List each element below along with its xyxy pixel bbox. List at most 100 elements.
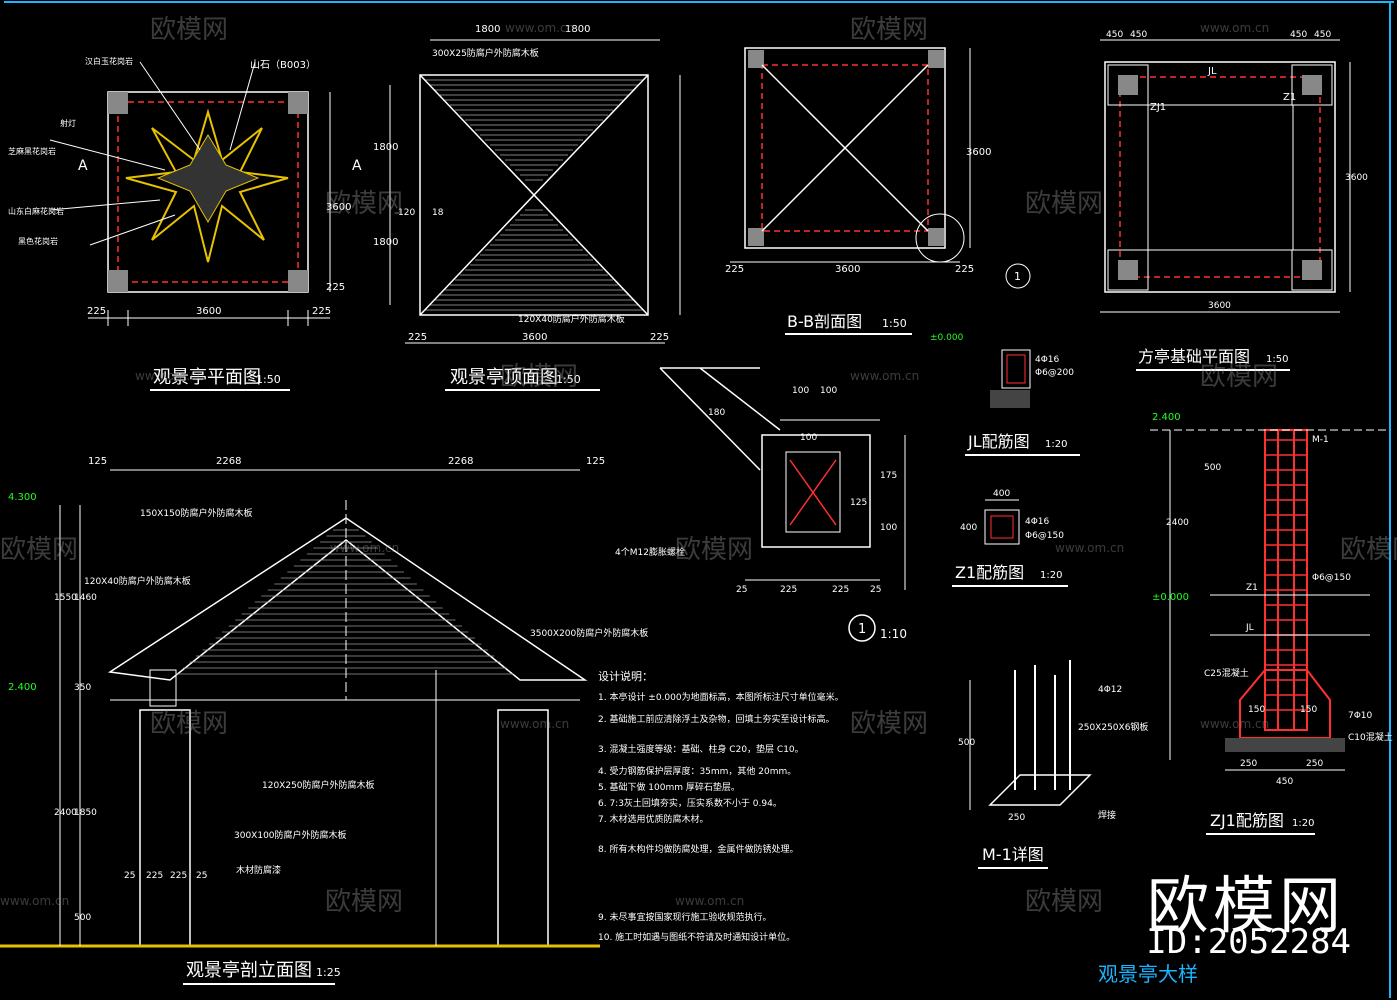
elev-dim: 2268 [216, 456, 241, 467]
roof-plan-view: 1800 1800 1800 1800 120 18 225 3600 225 … [373, 24, 681, 391]
notes-line: 10. 施工时如遇与图纸不符请及时通知设计单位。 [598, 931, 795, 943]
watermarks: 欧模网 www.om.cn 欧模网 www.om.cn 欧模网 欧模网 www.… [0, 15, 1397, 917]
zj1-dim: 150 [1300, 705, 1317, 715]
elev-dim: 1550 [54, 593, 77, 603]
plan-dim: 225 [87, 306, 106, 317]
plan-note: 射灯 [60, 118, 76, 128]
notes-line: 7. 木材选用优质防腐木材。 [598, 813, 708, 825]
zj1-label: 7Φ10 [1348, 711, 1373, 721]
detail1-dim: 100 [880, 523, 897, 533]
plan-note: 汉白玉花岗岩 [85, 56, 133, 66]
elev-dim: 2400 [54, 808, 77, 818]
foundation-dim: 3600 [1208, 301, 1231, 311]
z1-dim: 400 [960, 523, 977, 533]
notes-line: 4. 受力钢筋保护层厚度：35mm，其他 20mm。 [598, 765, 796, 777]
detail1-scale: 1:10 [880, 627, 907, 641]
m1-title: M-1详图 [982, 845, 1044, 864]
plan-label-a: A [78, 158, 88, 174]
foundation-dim: 450 [1314, 30, 1331, 40]
roof-dim: 120 [398, 208, 415, 218]
elev-level: 4.300 [8, 492, 37, 503]
watermark-site: www.om.cn [850, 369, 919, 383]
notes-line: 6. 7:3灰土回填夯实，压实系数不小于 0.94。 [598, 797, 782, 809]
foundation-label: ZJ1 [1150, 102, 1166, 113]
plan-note: 黑色花岗岩 [18, 236, 58, 246]
elev-dim: 125 [586, 456, 605, 467]
roof-note: 300X25防腐户外防腐木板 [432, 47, 539, 59]
m1-dim: 250X250X6钢板 [1078, 721, 1148, 733]
section-bb-callout: 1 [1014, 270, 1021, 283]
plan-note: 山东白麻花岗岩 [8, 206, 64, 216]
notes-title: 设计说明： [598, 669, 653, 683]
watermark-brand: 欧模网 [1200, 362, 1278, 392]
foundation-plan-view: 450 450 450 450 3600 3600 JL ZJ1 Z1 方亭基础… [1100, 30, 1368, 371]
plan-dim: 225 [312, 306, 331, 317]
detail1-dim: 180 [708, 408, 725, 418]
notes-line: 3. 混凝土强度等级：基础、柱身 C20，垫层 C10。 [598, 743, 804, 755]
elev-dim: 25 [124, 871, 135, 881]
watermark-site: www.om.cn [0, 894, 69, 908]
jl-title: JL配筋图 [967, 432, 1030, 451]
elev-scale: 1:25 [316, 966, 341, 979]
zj1-dim: 450 [1276, 777, 1293, 787]
z1-note: 4Φ16 [1025, 517, 1050, 527]
watermark-site: www.om.cn [1200, 21, 1269, 35]
zj1-title: ZJ1配筋图 [1210, 811, 1284, 830]
section-bb-dim: 225 [955, 264, 974, 275]
brand-id-text: ID:2052284 [1146, 922, 1351, 962]
notes-line: 8. 所有木构件均做防腐处理，金属件做防锈处理。 [598, 843, 798, 855]
jl-scale: 1:20 [1045, 439, 1067, 450]
elev-dim: 2268 [448, 456, 473, 467]
elev-dim: 125 [88, 456, 107, 467]
zj1-label: M-1 [1312, 435, 1329, 445]
jl-elev: ±0.000 [930, 333, 964, 343]
foundation-title: 方亭基础平面图 [1138, 347, 1250, 366]
plan-dim: 225 [326, 282, 345, 293]
plan-stone-label: 山石（B003） [250, 59, 316, 71]
watermark-site: www.om.cn [1200, 717, 1269, 731]
notes-line: 1. 本亭设计 ±0.000为地面标高，本图所标注尺寸单位毫米。 [598, 691, 844, 703]
design-notes: 设计说明： 1. 本亭设计 ±0.000为地面标高，本图所标注尺寸单位毫米。 2… [598, 669, 844, 943]
zj1-dim: 150 [1248, 705, 1265, 715]
elev-dim: 25 [196, 871, 207, 881]
jl-rebar-detail: ±0.000 4Φ16 Φ6@200 JL配筋图 1:20 [930, 333, 1080, 456]
roof-dim: 1800 [373, 142, 398, 153]
roof-dim: 18 [432, 208, 444, 218]
elev-level: 2.400 [8, 682, 37, 693]
z1-note: Φ6@150 [1025, 531, 1064, 541]
plan-scale: 1:50 [256, 373, 281, 386]
detail1-dim: 225 [780, 585, 797, 595]
roof-note: 120X40防腐户外防腐木板 [518, 313, 625, 325]
elev-dim: 1460 [74, 593, 97, 603]
detail1-dim: 100 [792, 386, 809, 396]
m1-note: 4Φ12 [1098, 685, 1122, 695]
foundation-dim: 450 [1290, 30, 1307, 40]
jl-note: Φ6@200 [1035, 368, 1074, 378]
watermark-site: www.om.cn [330, 541, 399, 555]
watermark-site: www.om.cn [1055, 541, 1124, 555]
notes-line: 9. 未尽事宜按国家现行施工验收规范执行。 [598, 911, 771, 923]
elev-dim: 350 [74, 683, 91, 693]
detail1-dim: 25 [870, 585, 881, 595]
zj1-dim: 250 [1306, 759, 1323, 769]
plan-title: 观景亭平面图 [153, 367, 261, 388]
section-bb-title: B-B剖面图 [787, 312, 862, 331]
watermark-brand: 欧模网 [675, 535, 753, 565]
detail1-note: 4个M12膨胀螺栓 [615, 546, 685, 558]
watermark-brand: 欧模网 [500, 362, 578, 392]
roof-dim: 1800 [475, 24, 500, 35]
detail1-callout: 1 [858, 622, 866, 637]
roof-dim: 225 [408, 332, 427, 343]
elev-note: 3500X200防腐户外防腐木板 [530, 627, 648, 639]
m1-note: 焊接 [1098, 809, 1116, 821]
watermark-site: www.om.cn [500, 717, 569, 731]
section-bb-view: 1 225 3600 225 3600 B-B剖面图 1:50 [725, 47, 1031, 335]
detail1-dim: 125 [850, 498, 867, 508]
section-bb-dim: 225 [725, 264, 744, 275]
detail1-dim: 100 [820, 386, 837, 396]
plan-dim: 3600 [326, 202, 351, 213]
roof-dim: 225 [650, 332, 669, 343]
elev-note: 120X250防腐户外防腐木板 [262, 779, 375, 791]
roof-title: 观景亭顶面图 [450, 367, 558, 388]
detail1-dim: 175 [880, 471, 897, 481]
